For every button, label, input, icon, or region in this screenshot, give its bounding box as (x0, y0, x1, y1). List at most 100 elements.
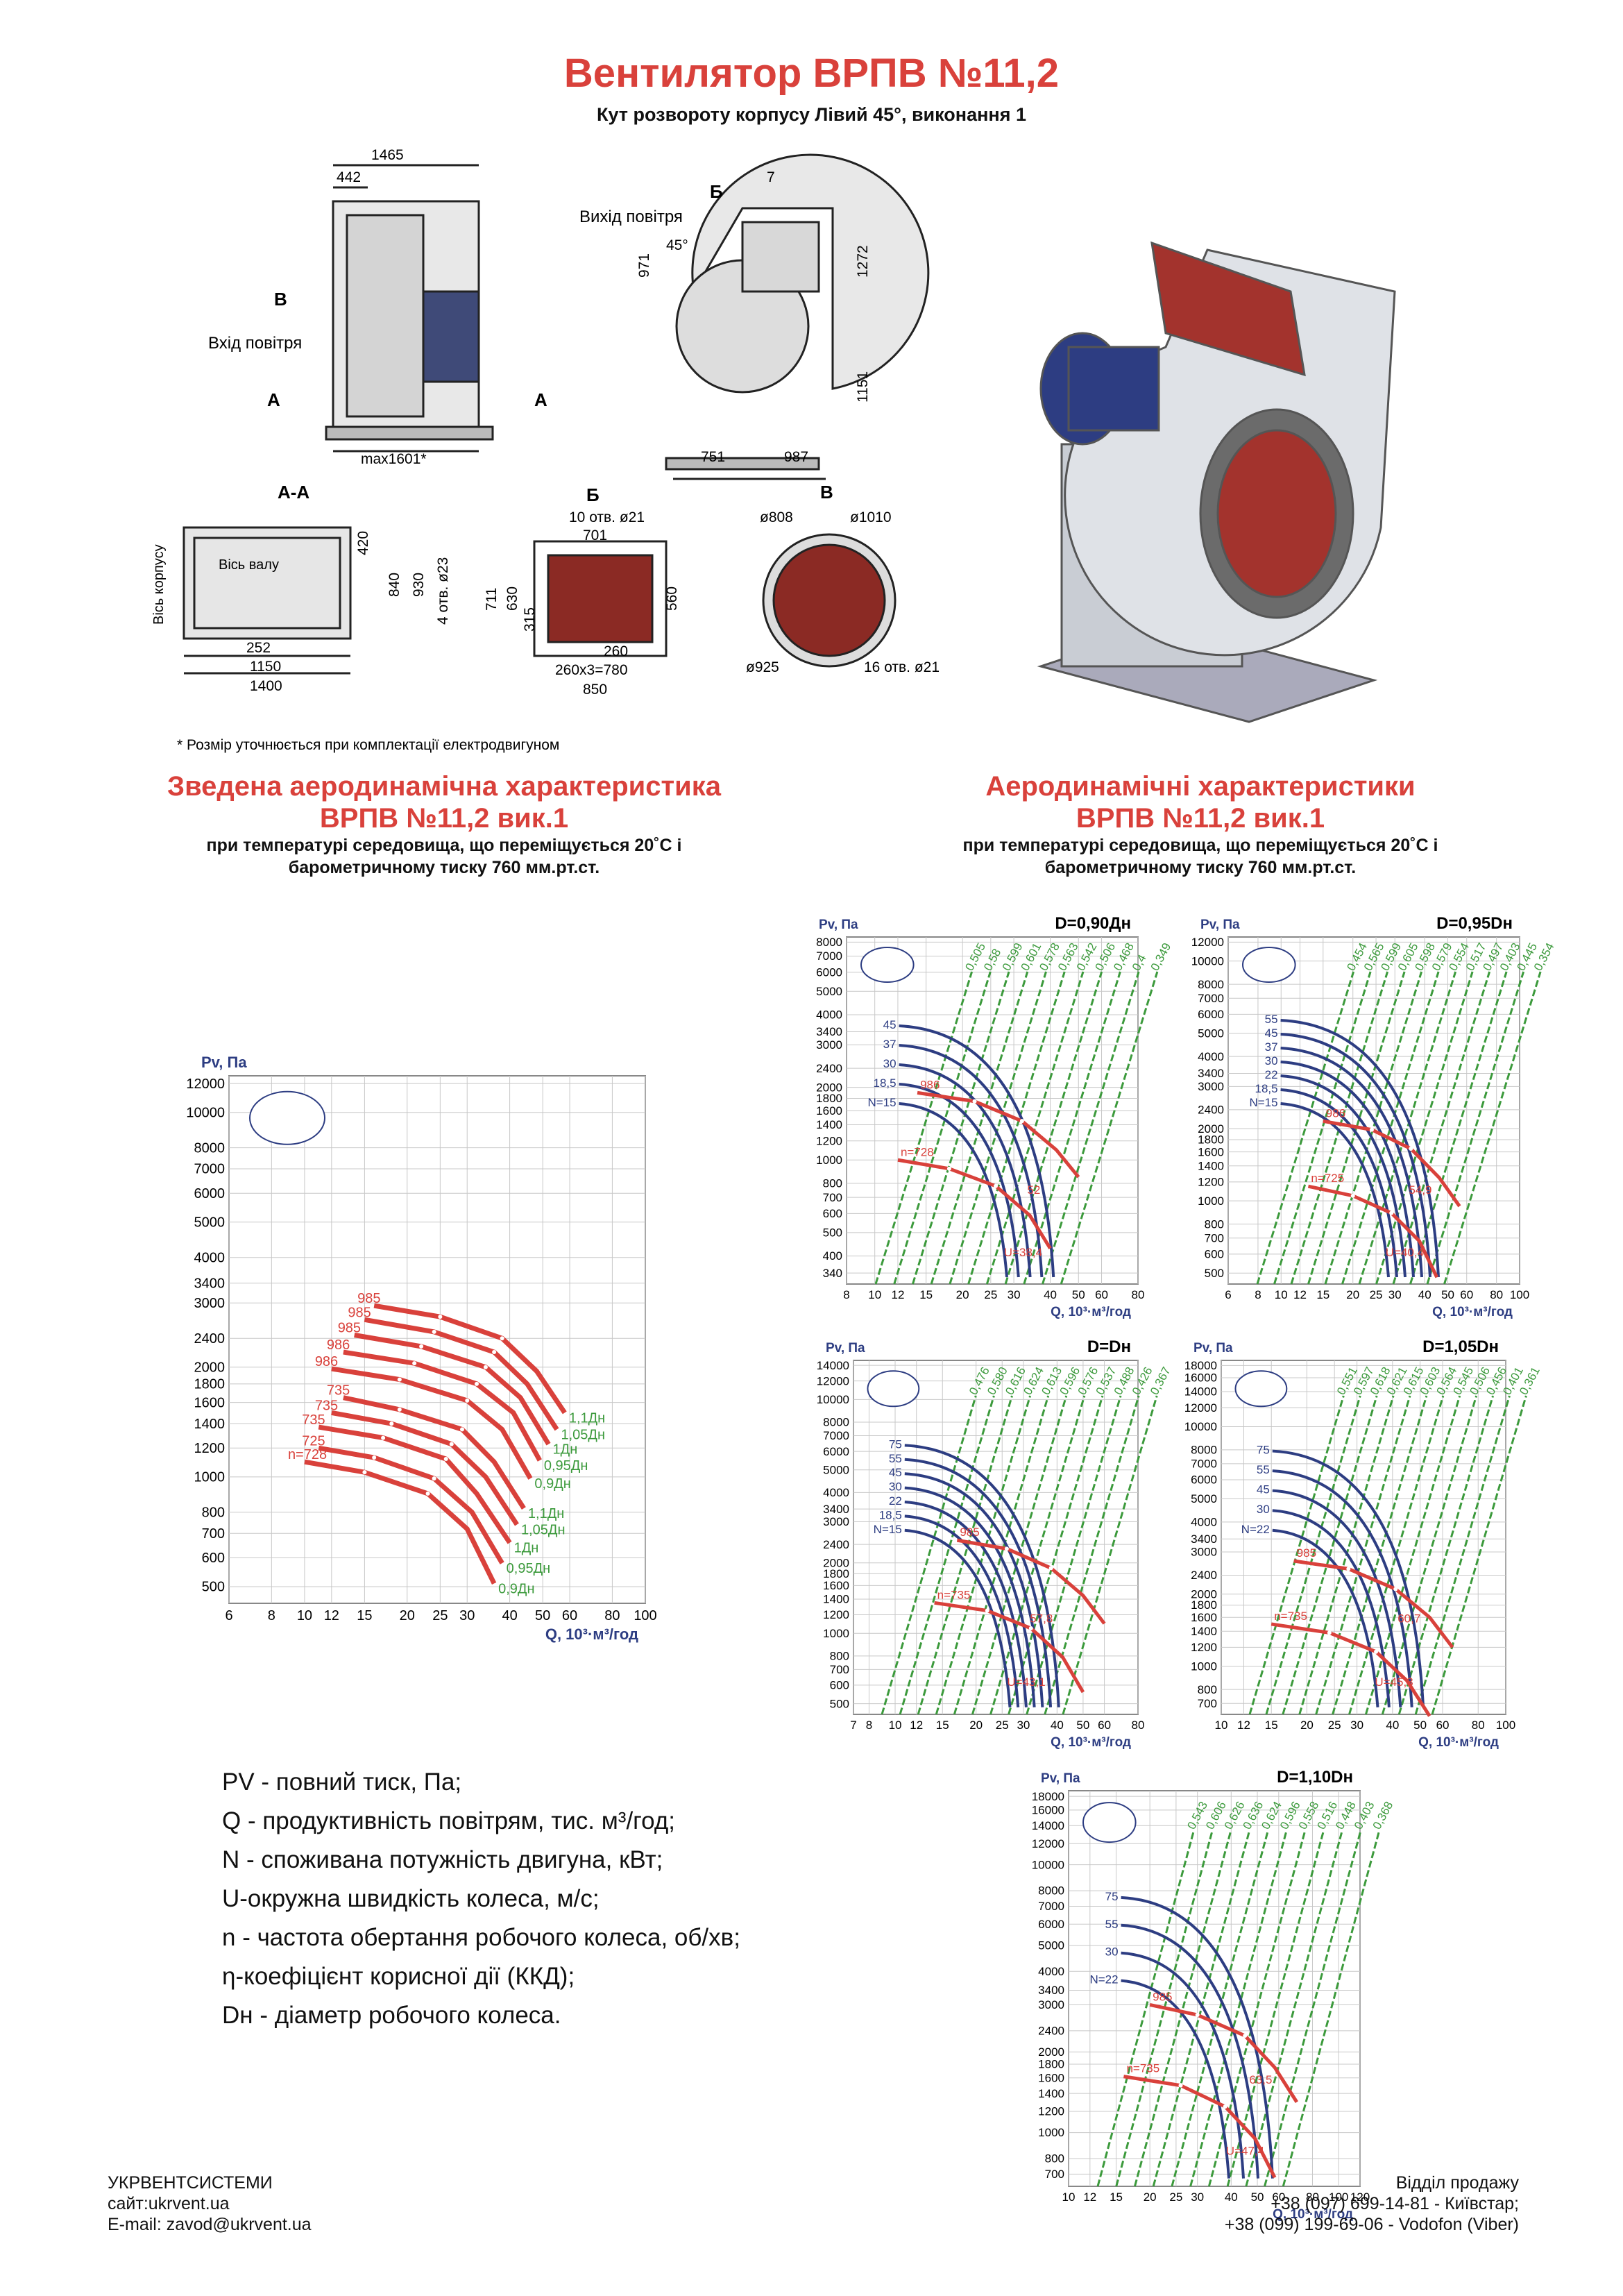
efficiency-ray (1115, 1830, 1214, 2187)
company-logo-stamp (249, 1090, 325, 1145)
y-tick-label: 1400 (823, 1593, 849, 1606)
dim-987: 987 (784, 449, 808, 465)
peripheral-speed-label: 54,9 (1409, 1183, 1431, 1197)
y-tick-label: 2400 (823, 1538, 849, 1551)
x-tick-label: 20 (1346, 1288, 1359, 1301)
series-point (425, 1491, 430, 1496)
efficiency-ray (1008, 1395, 1104, 1715)
y-tick-label: 5000 (823, 1463, 849, 1476)
series-point (1389, 1210, 1394, 1215)
y-tick-label: 18000 (1032, 1790, 1064, 1803)
y-tick-label: 6000 (1198, 1008, 1224, 1021)
power-label: 22 (889, 1494, 902, 1508)
x-tick-label: 30 (459, 1608, 475, 1623)
y-tick-label: 12000 (1032, 1837, 1064, 1850)
x-tick-label: 80 (1472, 1719, 1485, 1732)
y-tick-label: 1800 (1191, 1598, 1217, 1612)
peripheral-speed-label: U=43,1 (1007, 1675, 1045, 1689)
x-tick-label: 10 (1215, 1719, 1228, 1732)
power-label: 45 (889, 1466, 902, 1479)
dim-10holes: 10 отв. ø21 (569, 509, 645, 525)
y-tick-label: 6000 (823, 1445, 849, 1458)
y-tick-label: 1800 (1038, 2058, 1064, 2071)
dim-315: 315 (522, 607, 538, 632)
front-view-drawing (665, 153, 930, 480)
x-tick-label: 80 (604, 1608, 620, 1623)
y-tick-label: 3400 (194, 1276, 226, 1291)
y-tick-label: 1000 (823, 1627, 849, 1640)
footer-phone-2[interactable]: +38 (099) 199-69-06 - Vodofon (Viber) (1224, 2215, 1519, 2234)
x-tick-label: 40 (502, 1608, 517, 1623)
y-tick-label: 800 (830, 1649, 849, 1662)
series-point (483, 1365, 488, 1369)
chart-title: D=Dн (1087, 1337, 1131, 1356)
power-curve (1121, 1951, 1245, 2179)
footer-site[interactable]: сайт:ukrvent.ua (108, 2194, 230, 2213)
page-title: Вентилятор ВРПВ №11,2 (563, 51, 1060, 96)
y-tick-label: 12000 (817, 1374, 849, 1387)
efficiency-ray (1341, 971, 1440, 1285)
chart-title: D=1,10Dн (1277, 1768, 1353, 1787)
section-a-marker-left: А (267, 389, 280, 410)
series-rpm-label: 985 (357, 1291, 380, 1306)
power-curve (1272, 1489, 1402, 1707)
y-tick-label: 800 (1045, 2152, 1064, 2166)
efficiency-ray (949, 971, 1047, 1285)
x-tick-label: 15 (936, 1719, 949, 1732)
power-curve (1121, 1923, 1259, 2179)
efficiency-ray (1265, 1395, 1361, 1715)
power-curve (1280, 1088, 1398, 1278)
power-label: 18,5 (874, 1077, 897, 1090)
y-tick-label: 2400 (816, 1062, 842, 1075)
y-tick-label: 6000 (816, 965, 842, 979)
efficiency-ray (989, 1395, 1086, 1715)
series-rpm-label: 725 (302, 1433, 325, 1449)
series-diameter-label: 0,9Дн (498, 1581, 534, 1596)
x-tick-label: 8 (843, 1288, 849, 1301)
x-axis-label: Q, 10³·м³/год (1432, 1305, 1513, 1319)
y-tick-label: 3000 (1198, 1080, 1224, 1093)
power-curve (904, 1528, 1012, 1707)
series-diameter-label: 0,95Дн (507, 1561, 551, 1576)
y-tick-label: 1200 (1198, 1175, 1224, 1188)
x-tick-label: 60 (1095, 1288, 1108, 1301)
efficiency-ray (1431, 1395, 1527, 1715)
y-axis-label: Pv, Па (819, 918, 858, 932)
efficiency-ray (1171, 1830, 1269, 2187)
series-rpm-label: 735 (315, 1398, 338, 1413)
series-point (1195, 2013, 1200, 2018)
efficiency-ray (1248, 1395, 1345, 1715)
y-tick-label: 4000 (1198, 1050, 1224, 1063)
dim-420: 420 (355, 531, 371, 555)
x-axis-label: Q, 10³·м³/год (1051, 1305, 1131, 1319)
x-tick-label: 10 (889, 1719, 902, 1732)
section-aa-drawing (182, 526, 352, 675)
company-logo-stamp (860, 947, 915, 983)
y-tick-label: 14000 (1184, 1385, 1217, 1399)
x-tick-label: 10 (868, 1288, 881, 1301)
footer-email[interactable]: E-mail: zavod@ukrvent.ua (108, 2215, 312, 2234)
series-rpm-label: 985 (338, 1321, 361, 1336)
y-tick-label: 700 (823, 1191, 842, 1204)
y-tick-label: 500 (202, 1580, 225, 1595)
axis-body-label: Вісь корпусу (151, 544, 167, 625)
rpm-label: n=735 (1126, 2062, 1159, 2075)
y-axis-label: Pv, Па (1200, 918, 1240, 932)
x-tick-label: 25 (1328, 1719, 1341, 1732)
technical-drawings: 1465 442 max1601* Вхід повітря В А А Вих… (151, 147, 1396, 753)
series-diameter-label: 1Дн (553, 1442, 578, 1458)
efficiency-ray (935, 1395, 1032, 1715)
y-tick-label: 500 (830, 1697, 849, 1710)
y-tick-label: 600 (830, 1679, 849, 1692)
series-rpm-label: 986 (315, 1354, 338, 1369)
y-tick-label: 5000 (1038, 1939, 1064, 1952)
series-point (492, 1350, 497, 1355)
footer-phone-1[interactable]: +38 (097) 699-14-81 - Київстар; (1271, 2194, 1519, 2213)
efficiency-ray (1042, 971, 1140, 1285)
y-tick-label: 8000 (1198, 978, 1224, 991)
series-point (474, 1381, 479, 1386)
series-diameter-label: 1Дн (514, 1541, 539, 1556)
y-tick-label: 1400 (1038, 2087, 1064, 2100)
summary-title-1: Зведена аеродинамічна характеристика (167, 771, 721, 802)
efficiency-ray (1290, 971, 1389, 1285)
